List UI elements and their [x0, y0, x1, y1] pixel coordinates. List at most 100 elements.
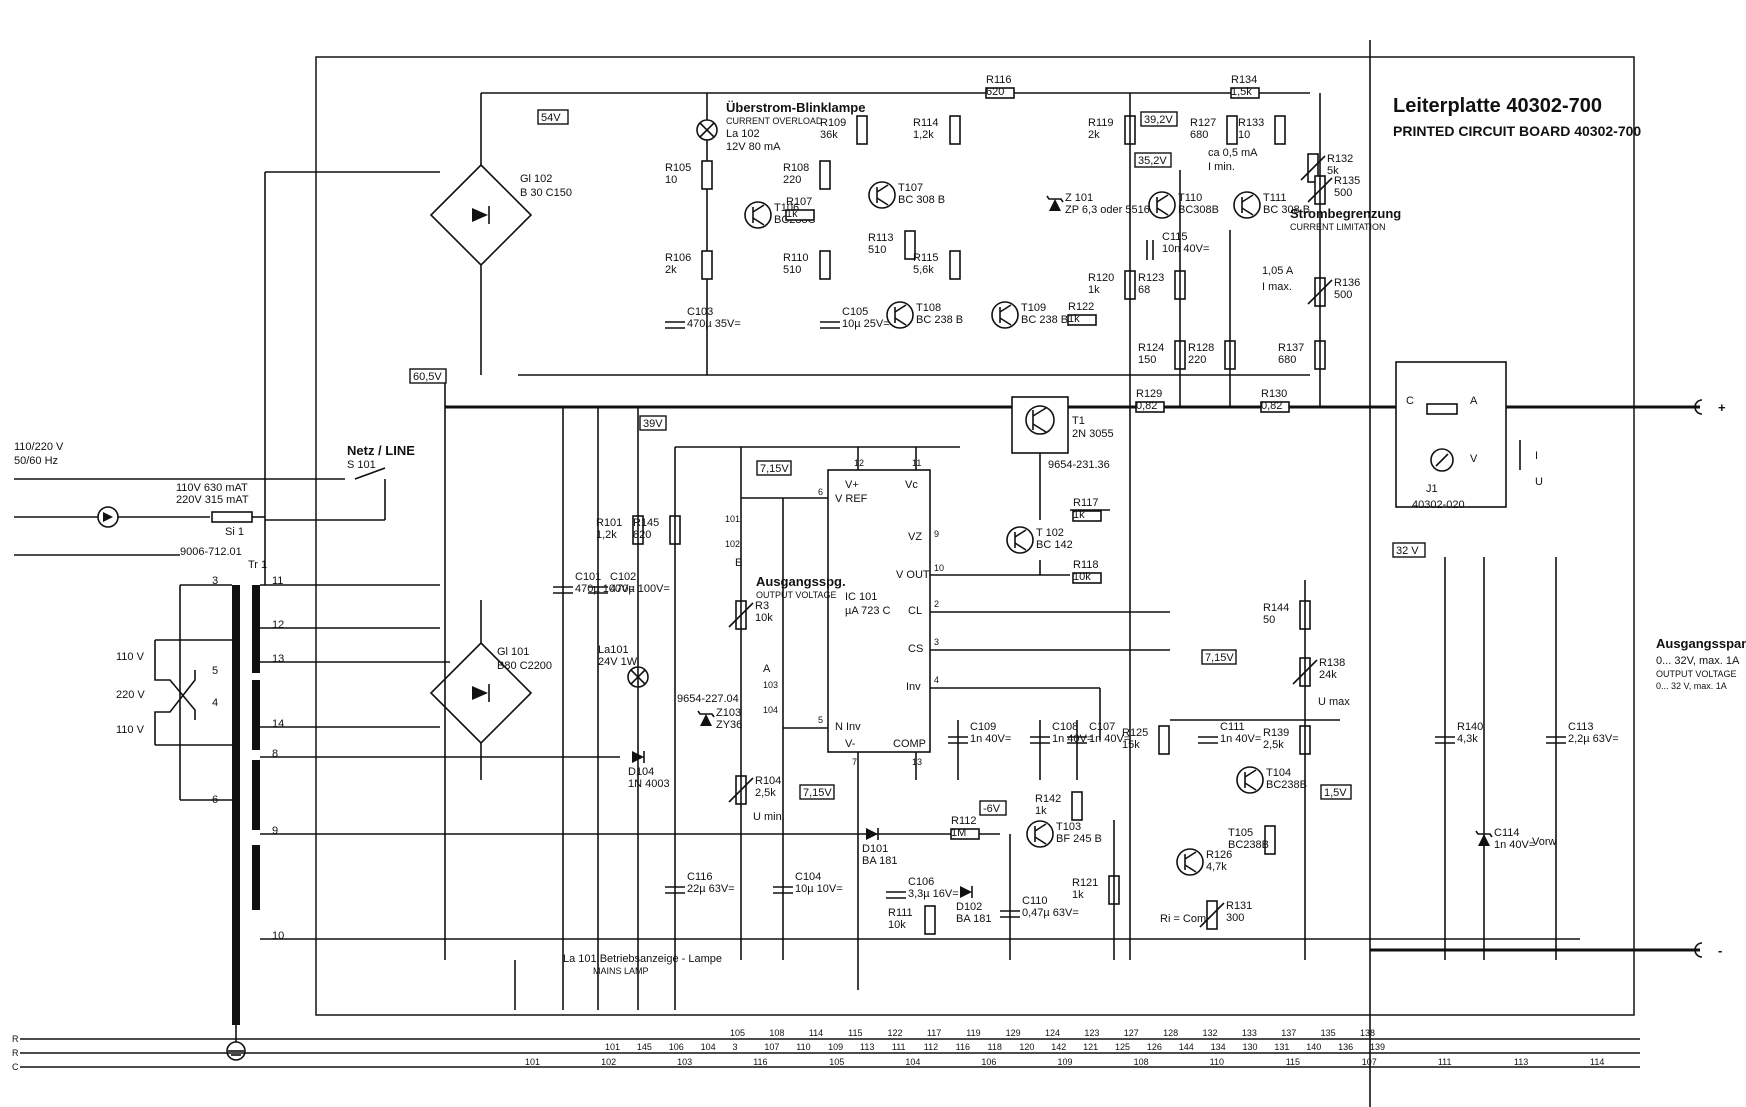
comp-t109-collector: [999, 304, 1012, 313]
comp-r124-ref: R124: [1138, 342, 1164, 354]
ic-pinno-6: 6: [818, 487, 823, 497]
legend-bot-13: 113: [1514, 1057, 1528, 1067]
node-104: 104: [763, 705, 778, 715]
comp-r125-resistor-icon: [1158, 725, 1170, 755]
comp-r133-val: 10: [1238, 129, 1250, 141]
comp-r101-ref: R101: [596, 517, 622, 529]
switch-ref: S 101: [347, 459, 376, 471]
ic-pinno-13: 13: [912, 757, 922, 767]
vbox-39v-text: 39V: [643, 418, 663, 430]
comp-t106-transistor-icon: [744, 201, 772, 229]
legend-bot-14: 114: [1590, 1057, 1604, 1067]
legend-bot-2: 103: [677, 1057, 692, 1067]
comp-r132-ref: R132: [1327, 153, 1353, 165]
comp-d101-val: BA 181: [862, 855, 897, 867]
comp-r139-ref: R139: [1263, 727, 1289, 739]
comp-t107-val: BC 308 B: [898, 194, 945, 206]
meter-module: [1395, 361, 1507, 508]
comp-z101-val: ZP 6,3 oder 5516: [1065, 204, 1150, 216]
mains-switch-icon: [354, 467, 386, 480]
comp-t111-ref: T111: [1263, 192, 1286, 204]
comp-t111-transistor-icon: [1233, 191, 1261, 219]
vbox-15v-text: 1,5V: [1324, 787, 1347, 799]
comp-r108-val: 220: [783, 174, 801, 186]
comp-c115-val: 10n 40V=: [1162, 243, 1209, 255]
comp-c108-val: 1n 40V=: [1052, 733, 1093, 745]
comp-r111-val: 10k: [888, 919, 906, 931]
comp-r129-ref: R129: [1136, 388, 1162, 400]
ground-icon: [226, 1025, 246, 1061]
comp-c116-ref: C116: [687, 871, 712, 883]
comp-r129-resistor-icon: [1135, 401, 1165, 413]
ic-pin-ninv: N Inv: [835, 721, 861, 733]
comp-c106-val: 3,3µ 16V=: [908, 888, 959, 900]
ic-pinno-3: 3: [934, 637, 939, 647]
comp-r115-resistor-icon: [949, 250, 961, 280]
comp-r133-ref: R133: [1238, 117, 1264, 129]
comp-t107-transistor-icon: [868, 181, 896, 209]
comp-c113-val: 2,2µ 63V=: [1568, 733, 1619, 745]
comp-z101-ref: Z 101: [1065, 192, 1093, 204]
legend-mid-5: 107: [764, 1042, 779, 1052]
vbox-392v: [1140, 111, 1178, 127]
comp-r108-ref: R108: [783, 162, 809, 174]
comp-r122-resistor-icon: [1067, 314, 1097, 326]
legend-mid-23: 136: [1338, 1042, 1353, 1052]
pin-6: 6: [212, 794, 218, 806]
legend-mid-0: 101: [605, 1042, 620, 1052]
ic-101-body: [827, 469, 931, 753]
legend-top-11: 128: [1163, 1028, 1178, 1038]
comp-r128-val: 220: [1188, 354, 1206, 366]
comp-c110-val: 0,47µ 63V=: [1022, 907, 1079, 919]
tap-jumper-2: [154, 670, 196, 745]
ic-pin-vminus: V-: [845, 738, 856, 750]
vbox-15v: [1320, 784, 1352, 800]
comp-r122-ref: R122: [1068, 301, 1094, 313]
comp-r115-ref: R115: [913, 252, 938, 264]
comp-t109-ref: T109: [1021, 302, 1046, 314]
legend-row-r1: R: [12, 1034, 19, 1044]
comp-r107-ref: R107: [786, 196, 812, 208]
comp-r119-val: 2k: [1088, 129, 1100, 141]
comp-c108-ref: C108: [1052, 721, 1078, 733]
comp-r135-val: 500: [1334, 187, 1352, 199]
ic-pin-vc: Vc: [905, 479, 918, 491]
comp-d104-val: 1N 4003: [628, 778, 670, 790]
comp-r112-ref: R112: [951, 815, 976, 827]
comp-t104-collector: [1244, 769, 1257, 778]
meter-a: A: [1470, 395, 1478, 407]
comp-r106-val: 2k: [665, 264, 677, 276]
comp-r105-val: 10: [665, 174, 677, 186]
comp-r117-ref: R117: [1073, 497, 1098, 509]
comp-la101-val: 24V 1W: [598, 656, 638, 668]
comp-r126-emitter: [1184, 864, 1197, 873]
vbox-715v-c: [799, 784, 835, 800]
legend-row-r2: R: [12, 1048, 19, 1058]
comp-r134-ref: R134: [1231, 74, 1257, 86]
comp-r113-ref: R113: [868, 232, 893, 244]
comp-t108-emitter: [894, 317, 907, 326]
comp-r121-ref: R121: [1072, 877, 1098, 889]
overcurrent-en: CURRENT OVERLOAD: [726, 116, 823, 126]
vbox-352v: [1134, 152, 1172, 168]
comp-r113-resistor-icon: [904, 230, 916, 260]
vbox-minus6v-text: -6V: [983, 803, 1001, 815]
comp-c103-ref: C103: [687, 306, 713, 318]
legend-top-13: 133: [1242, 1028, 1257, 1038]
comp-c107-ref: C107: [1089, 721, 1115, 733]
comp-r129-val: 0,82: [1136, 400, 1157, 412]
comp-r116-resistor-icon: [985, 87, 1015, 99]
